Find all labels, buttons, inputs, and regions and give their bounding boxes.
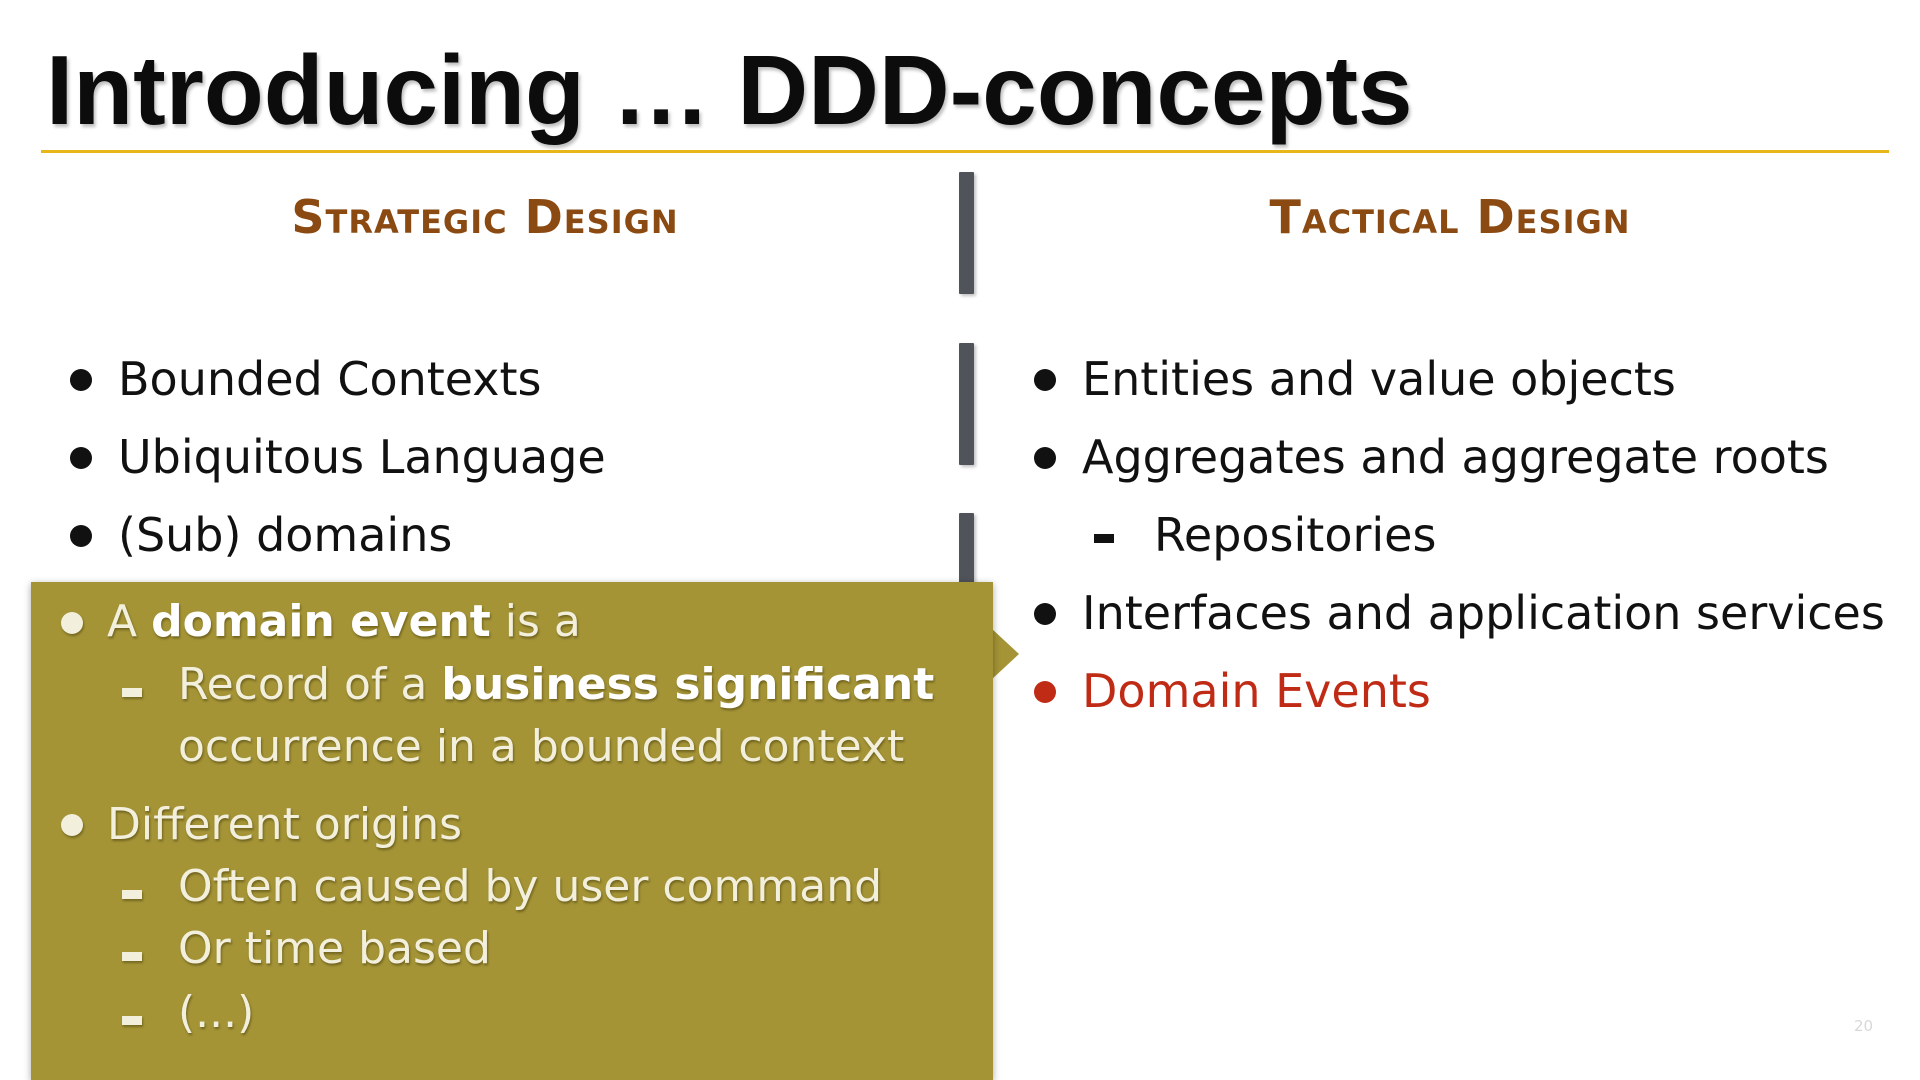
slide-title: Introducing … DDD-concepts <box>46 35 1413 145</box>
list-item: Interfaces and application services <box>1030 574 1910 652</box>
dash-bullet-icon <box>1094 534 1114 543</box>
list-item: Ubiquitous Language <box>66 418 946 496</box>
list-item-text: Domain Events <box>1082 664 1431 718</box>
callout-line-time-based: Or time based <box>178 923 491 974</box>
list-sub-item: Repositories <box>1030 496 1910 574</box>
callout-text: Record of a <box>178 659 442 710</box>
bullet-icon <box>70 525 92 547</box>
list-item: Bounded Contexts <box>66 340 946 418</box>
callout-text: A <box>107 596 152 647</box>
callout-line-definition: A domain event is a <box>107 591 581 653</box>
list-item-text: Bounded Contexts <box>118 352 542 406</box>
page-number: 20 <box>1854 1017 1874 1035</box>
dash-bullet-icon <box>122 688 142 697</box>
bullet-icon <box>1034 369 1056 391</box>
callout-line-record: Record of a business significant <box>178 654 934 716</box>
tactical-design-heading: Tactical Design <box>1269 190 1631 244</box>
bullet-icon <box>61 612 83 634</box>
dash-bullet-icon <box>122 1016 142 1025</box>
bullet-icon <box>1034 447 1056 469</box>
list-item-text: (Sub) domains <box>118 508 453 562</box>
column-divider-top <box>959 172 974 294</box>
callout-text: is a <box>490 596 581 647</box>
bullet-icon <box>1034 681 1056 703</box>
dash-bullet-icon <box>122 952 142 961</box>
column-divider-bottom <box>959 513 974 583</box>
callout-line-record-continued: occurrence in a bounded context <box>178 721 905 772</box>
list-item: Entities and value objects <box>1030 340 1910 418</box>
domain-event-callout: A domain event is a Record of a business… <box>31 582 993 1080</box>
column-divider-middle <box>959 343 974 465</box>
list-item: (Sub) domains <box>66 496 946 574</box>
list-item-text: Entities and value objects <box>1082 352 1676 406</box>
list-item-text: Aggregates and aggregate roots <box>1082 430 1829 484</box>
strategic-design-list: Bounded Contexts Ubiquitous Language (Su… <box>66 340 946 574</box>
callout-line-ellipsis: (...) <box>178 987 255 1038</box>
bullet-icon <box>61 814 83 836</box>
title-underline <box>41 150 1889 153</box>
list-item-text: Repositories <box>1154 508 1437 562</box>
callout-line-origins: Different origins <box>107 799 463 850</box>
list-item: Aggregates and aggregate roots <box>1030 418 1910 496</box>
list-item-text: Ubiquitous Language <box>118 430 606 484</box>
tactical-design-list: Entities and value objects Aggregates an… <box>1030 340 1910 730</box>
callout-pointer <box>991 628 1019 680</box>
callout-line-user-command: Often caused by user command <box>178 861 883 912</box>
bullet-icon <box>70 447 92 469</box>
callout-bold-text: domain event <box>151 596 491 647</box>
bullet-icon <box>70 369 92 391</box>
list-item-text: Interfaces and application services <box>1082 586 1885 640</box>
dash-bullet-icon <box>122 890 142 899</box>
callout-bold-text: business significant <box>441 659 935 710</box>
bullet-icon <box>1034 603 1056 625</box>
list-item-highlighted: Domain Events <box>1030 652 1910 730</box>
strategic-design-heading: Strategic Design <box>291 190 679 244</box>
